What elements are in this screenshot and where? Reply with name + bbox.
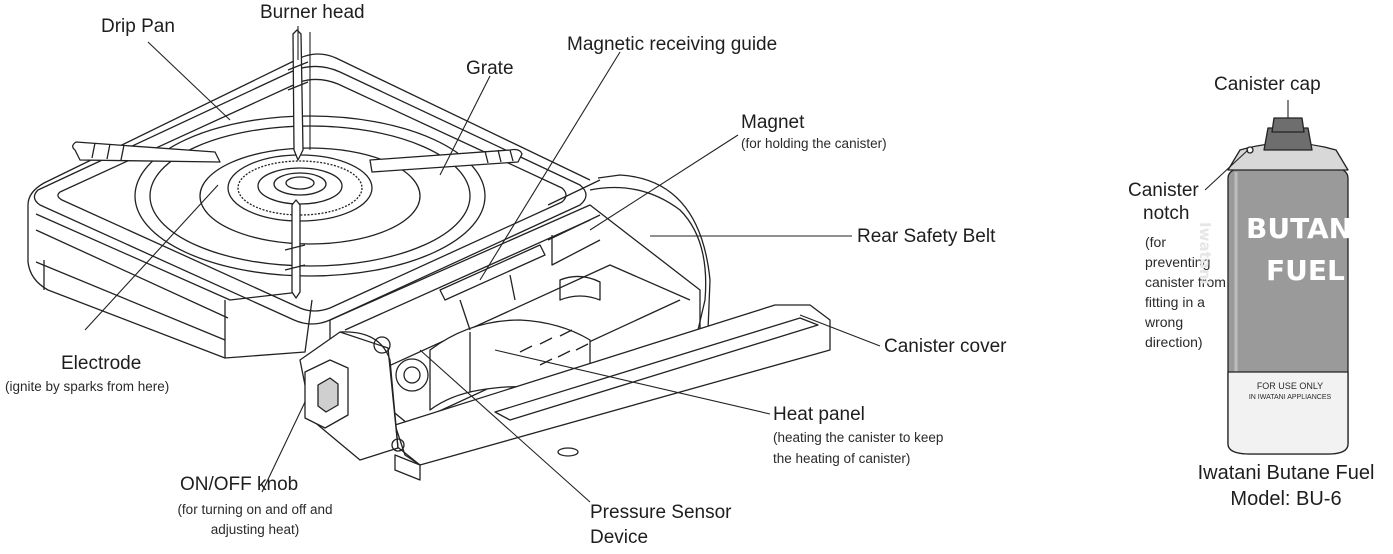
label-heat-panel-note-2: the heating of canister) [773, 451, 911, 466]
label-on-off-note-1: (for turning on and off and [177, 502, 333, 517]
label-electrode: Electrode [61, 353, 142, 374]
label-heat-panel-note-1: (heating the canister to keep [773, 430, 944, 445]
label-canister-notch-1: Canister [1128, 180, 1199, 201]
label-heat-panel: Heat panel [773, 404, 865, 425]
label-magnet-note: (for holding the canister) [741, 136, 887, 151]
label-on-off-note-2: adjusting heat) [210, 522, 300, 537]
canister-brand-vertical: Iwatani [1196, 222, 1214, 285]
label-pressure-sensor-2: Device [590, 527, 649, 548]
label-pressure-sensor-1: Pressure Sensor [590, 502, 732, 523]
label-burner-head: Burner head [260, 2, 365, 23]
canister-title: Iwatani Butane Fuel [1197, 462, 1375, 484]
knob-assembly [299, 331, 429, 461]
canister-product-word-2: FUEL [1266, 254, 1345, 287]
grates [72, 29, 523, 299]
label-magnet: Magnet [741, 112, 805, 133]
canister-fine-print-2: IN IWATANI APPLIANCES [1248, 394, 1332, 401]
label-canister-cover: Canister cover [884, 336, 1007, 357]
label-drip-pan: Drip Pan [101, 16, 175, 37]
leader-lines [84, 26, 881, 503]
label-electrode-note: (ignite by sparks from here) [5, 379, 170, 394]
label-canister-cap: Canister cap [1214, 74, 1321, 95]
canister-product-word-1: BUTANE [1246, 212, 1372, 245]
label-grate: Grate [466, 58, 514, 79]
label-magnetic-receiving-guide: Magnetic receiving guide [567, 34, 778, 55]
canister-model: Model: BU-6 [1230, 488, 1342, 510]
butane-canister [1204, 100, 1349, 455]
label-on-off-knob: ON/OFF knob [180, 474, 299, 495]
label-canister-notch-2: notch [1143, 203, 1190, 224]
canister-fine-print-1: FOR USE ONLY [1256, 381, 1324, 391]
label-canister-notch-note: (for preventing canister from fitting in… [1145, 234, 1226, 350]
label-rear-safety-belt: Rear Safety Belt [857, 226, 996, 247]
